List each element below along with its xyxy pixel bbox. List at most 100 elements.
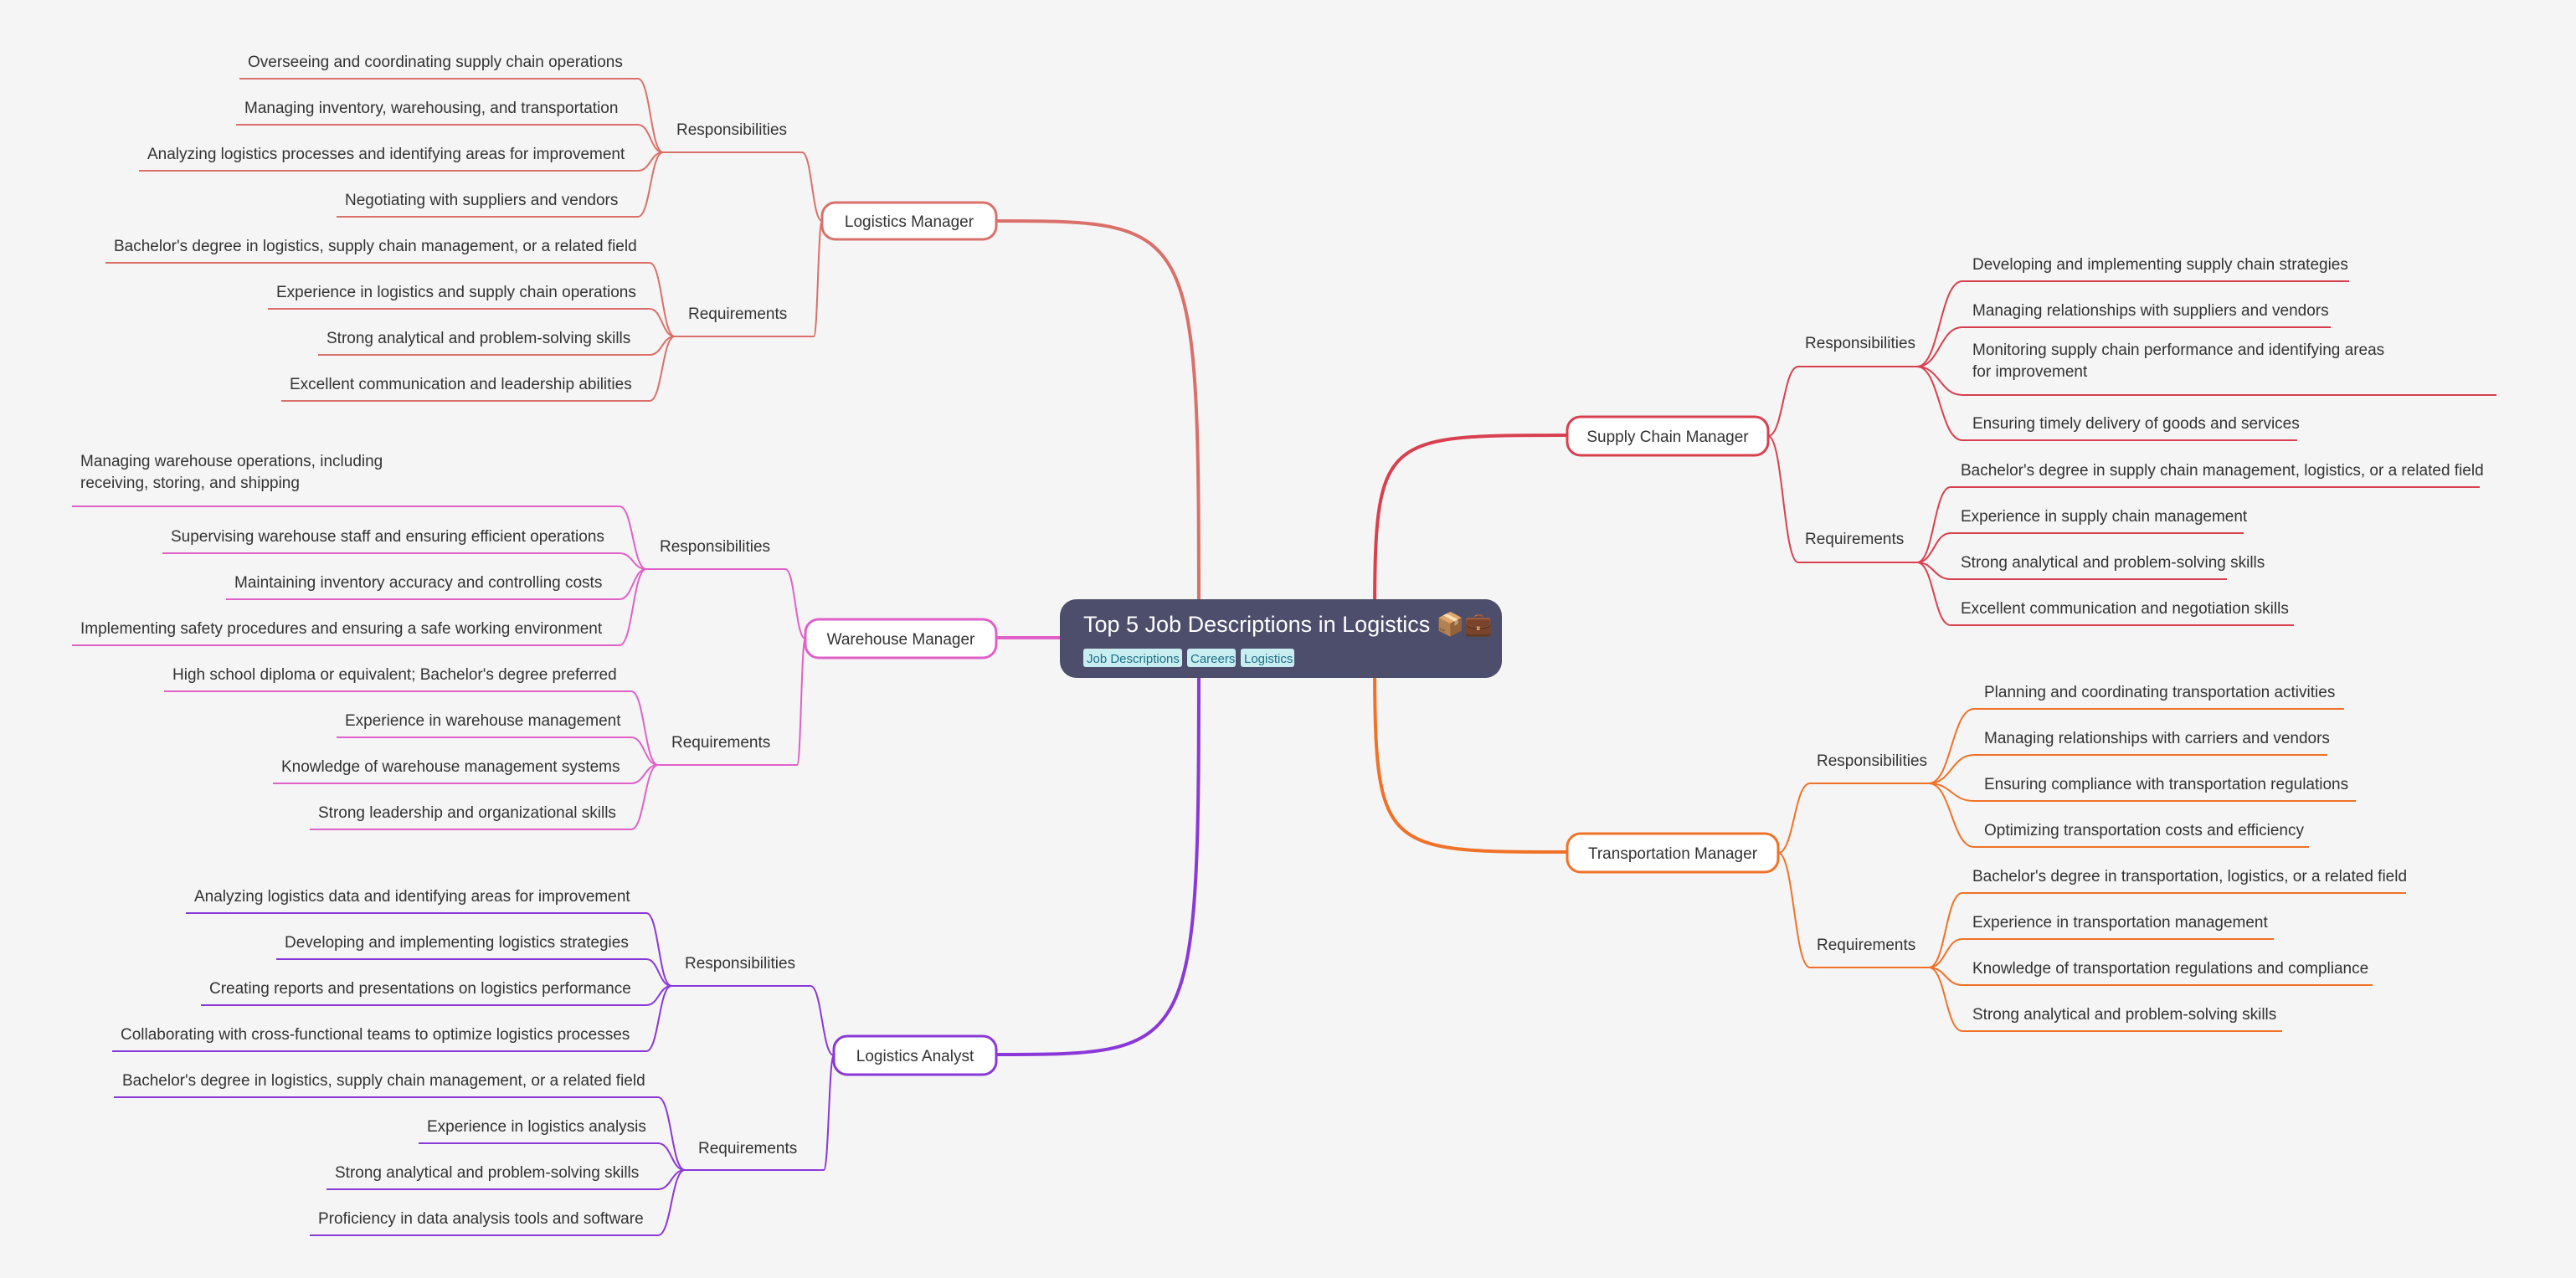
category-label: Requirements — [1805, 531, 1904, 548]
leaf-item: Implementing safety procedures and ensur… — [80, 620, 603, 638]
leaf-item: Collaborating with cross-functional team… — [121, 1026, 630, 1044]
root-tags: Job Descriptions Careers Logistics — [1083, 649, 1294, 667]
tag-label: Logistics — [1244, 652, 1293, 666]
category-edge — [810, 985, 835, 1056]
tag-chip[interactable] — [1241, 649, 1294, 667]
leaf-edge — [1916, 366, 1963, 441]
leaf-item: Analyzing logistics data and identifying… — [194, 888, 630, 906]
category-label: Requirements — [1817, 937, 1915, 954]
category-label: Responsibilities — [1805, 335, 1915, 352]
leaf-edge — [649, 336, 676, 402]
leaf-edge — [1928, 708, 1975, 784]
role-node[interactable]: Logistics Manager — [820, 201, 998, 241]
leaf-item: Strong analytical and problem-solving sk… — [1961, 554, 2265, 572]
leaf-edge — [619, 552, 647, 570]
leaf-item: Managing warehouse operations, including… — [80, 453, 383, 492]
leaf-item: Experience in logistics and supply chain… — [276, 284, 636, 301]
leaf-edge — [645, 985, 672, 1052]
leaf-item: Monitoring supply chain performance and … — [1972, 341, 2384, 381]
category-edge — [1777, 852, 1811, 968]
leaf-item: Strong analytical and problem-solving sk… — [335, 1164, 639, 1182]
category-label: Responsibilities — [676, 121, 787, 139]
root-title: Top 5 Job Descriptions in Logistics 📦💼 — [1083, 611, 1493, 637]
leaf-edge — [619, 568, 647, 600]
leaf-item: Ensuring compliance with transportation … — [1984, 776, 2348, 793]
leaf-item: Strong analytical and problem-solving sk… — [1972, 1006, 2276, 1024]
leaf-item: Managing inventory, warehousing, and tra… — [244, 100, 618, 117]
nodes-layer: Logistics ManagerResponsibilitiesOversee… — [80, 54, 2484, 1228]
leaf-edge — [1928, 938, 1963, 968]
leaf-edge — [657, 1169, 686, 1236]
leaf-edge — [1928, 783, 1975, 802]
category-edge — [1767, 366, 1799, 437]
category-label: Requirements — [671, 734, 770, 752]
leaf-item: Bachelor's degree in logistics, supply c… — [114, 238, 637, 255]
tag-label: Careers — [1190, 652, 1235, 666]
leaf-edge — [1928, 754, 1975, 784]
leaf-item: Negotiating with suppliers and vendors — [345, 192, 618, 209]
leaf-item: Managing relationships with carriers and… — [1984, 730, 2330, 747]
role-node[interactable]: Warehouse Manager — [804, 618, 998, 660]
leaf-item: Supervising warehouse staff and ensuring… — [171, 528, 604, 546]
leaf-edge — [649, 262, 676, 337]
category-edge — [784, 568, 806, 639]
leaf-item: High school diploma or equivalent; Bache… — [172, 666, 617, 684]
leaf-item: Excellent communication and negotiation … — [1961, 600, 2289, 618]
tag-label: Job Descriptions — [1087, 652, 1180, 666]
leaf-item: Bachelor's degree in transportation, log… — [1972, 868, 2407, 885]
leaf-item: Maintaining inventory accuracy and contr… — [234, 574, 602, 592]
leaf-edge — [1928, 783, 1975, 848]
role-node[interactable]: Transportation Manager — [1566, 832, 1780, 874]
leaf-edge — [1916, 486, 1951, 563]
tag-chip[interactable] — [1083, 649, 1182, 667]
role-label: Supply Chain Manager — [1586, 429, 1749, 446]
edges-layer — [72, 78, 2496, 1236]
leaf-edge — [1916, 366, 1963, 396]
category-edge — [801, 151, 823, 222]
category-edge — [1777, 783, 1811, 854]
leaf-edge — [645, 958, 672, 987]
category-edge — [813, 220, 823, 337]
leaf-item: Knowledge of warehouse management system… — [281, 758, 620, 776]
branch-edge — [1373, 434, 1568, 639]
leaf-item: Experience in logistics analysis — [427, 1118, 646, 1136]
leaf-edge — [637, 151, 664, 218]
root-node[interactable]: Top 5 Job Descriptions in Logistics 📦💼 J… — [1060, 599, 1502, 678]
category-label: Responsibilities — [660, 538, 770, 556]
role-label: Transportation Manager — [1588, 845, 1758, 863]
leaf-edge — [637, 78, 664, 153]
leaf-item: Bachelor's degree in logistics, supply c… — [122, 1072, 645, 1090]
role-box — [1566, 415, 1770, 457]
role-box — [804, 618, 998, 660]
leaf-item: Experience in supply chain management — [1961, 508, 2248, 526]
branch-edge — [995, 219, 1201, 639]
leaf-edge — [619, 568, 647, 646]
leaf-item: Developing and implementing logistics st… — [285, 934, 629, 952]
leaf-item: Proficiency in data analysis tools and s… — [318, 1210, 644, 1228]
leaf-item: Experience in warehouse management — [345, 712, 621, 730]
role-label: Logistics Manager — [845, 213, 974, 231]
leaf-item: Bachelor's degree in supply chain manage… — [1961, 462, 2484, 480]
tag-chip[interactable] — [1187, 649, 1236, 667]
role-label: Warehouse Manager — [827, 631, 975, 649]
leaf-item: Optimizing transportation costs and effi… — [1984, 822, 2304, 839]
category-label: Responsibilities — [685, 955, 795, 973]
leaf-edge — [657, 1142, 686, 1171]
role-node[interactable]: Supply Chain Manager — [1566, 415, 1770, 457]
role-node[interactable]: Logistics Analyst — [832, 1034, 998, 1076]
leaf-edge — [637, 124, 664, 153]
leaf-edge — [1928, 892, 1963, 968]
leaf-edge — [1916, 532, 1951, 563]
leaf-edge — [630, 690, 659, 766]
leaf-item: Planning and coordinating transportation… — [1984, 684, 2335, 701]
leaf-item: Managing relationships with suppliers an… — [1972, 302, 2329, 320]
leaf-item: Analyzing logistics processes and identi… — [147, 146, 625, 163]
branch-edge — [995, 637, 1201, 1056]
category-label: Requirements — [698, 1140, 797, 1157]
role-box — [1566, 832, 1780, 874]
leaf-edge — [630, 737, 659, 766]
leaf-edge — [649, 308, 676, 337]
leaf-item: Experience in transportation management — [1972, 914, 2268, 932]
category-edge — [1767, 435, 1799, 563]
